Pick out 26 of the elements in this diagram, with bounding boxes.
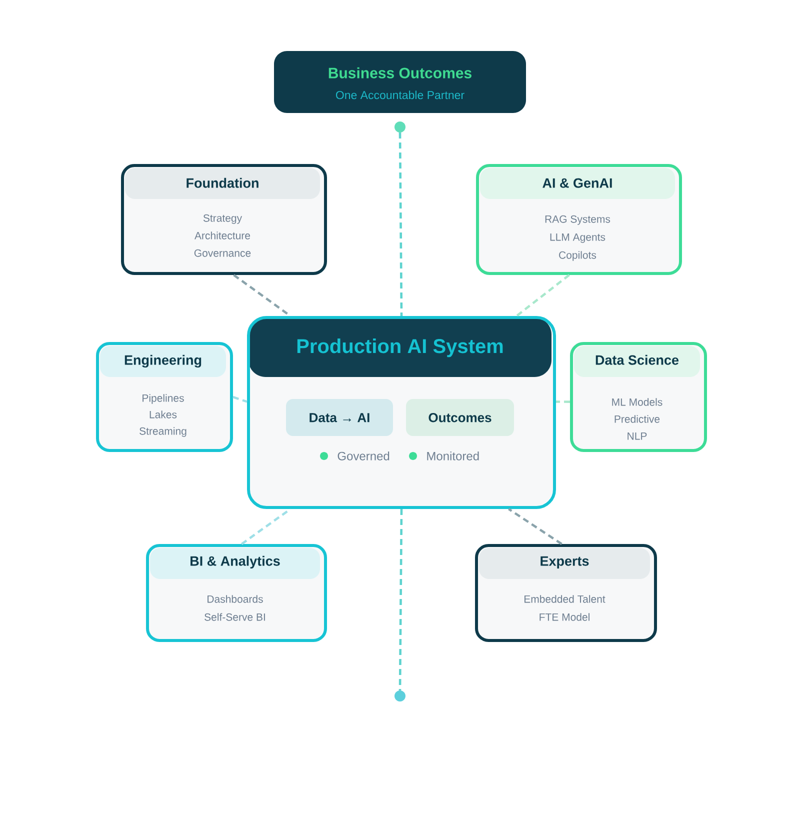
list-item: Predictive <box>614 415 660 423</box>
label-pill: Outcomes <box>406 399 514 436</box>
label-pill: Data → AI <box>286 399 393 436</box>
banner-title: Business Outcomes <box>328 67 472 78</box>
list-item: FTE Model <box>540 613 590 621</box>
connector-line <box>240 508 292 545</box>
status-label: Monitored <box>427 452 479 460</box>
list-item: Dashboards <box>208 595 263 603</box>
list-item: Self-Serve BI <box>204 613 265 621</box>
card-title: Experts <box>540 556 589 569</box>
connector-line <box>556 400 570 403</box>
list-item: Embedded Talent <box>524 595 606 603</box>
banner-subtitle: One Accountable Partner <box>336 90 464 100</box>
card-title: Data Science <box>596 354 679 365</box>
connector-line <box>398 509 403 691</box>
connector-line <box>398 132 403 316</box>
connector-line <box>516 274 570 317</box>
list-item: NLP <box>628 432 647 440</box>
connector-dot <box>394 122 406 132</box>
connector-line <box>508 508 562 545</box>
status-label: Governed <box>338 452 390 460</box>
panel-title: Production AI System <box>297 338 503 358</box>
card-title: BI & Analytics <box>190 556 280 569</box>
connector-dot <box>394 690 406 702</box>
connector-line <box>232 396 248 403</box>
list-item: ML Models <box>612 398 662 406</box>
